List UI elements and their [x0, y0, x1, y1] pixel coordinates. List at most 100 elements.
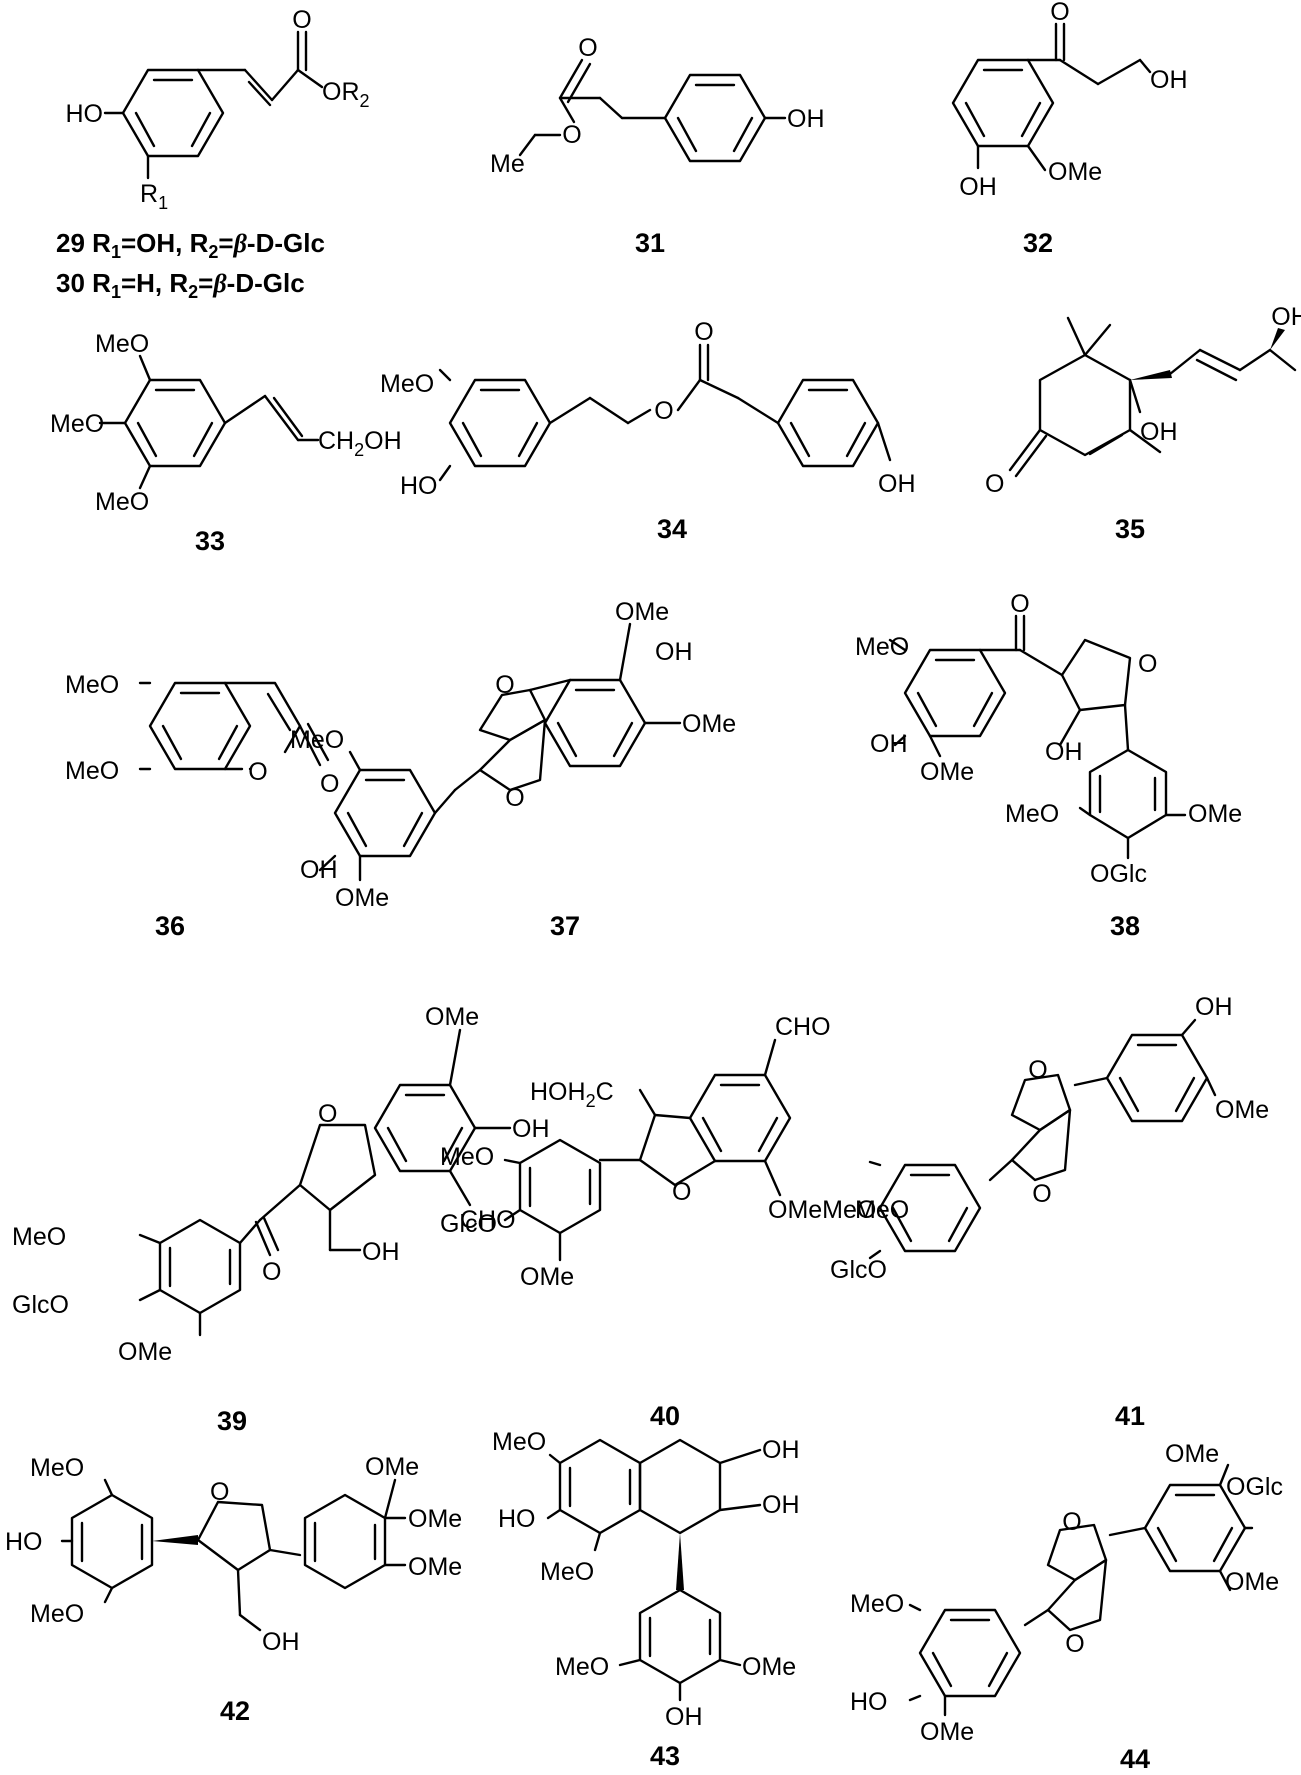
- hydroxyl-lower: OH: [300, 856, 338, 884]
- structure-41: OH OMe O O MeO GlcO: [830, 993, 1269, 1284]
- hydroxyl-label: OH: [1150, 66, 1188, 94]
- phenol-left-label: HO: [400, 472, 438, 500]
- methoxy-right-top: OMe: [365, 1453, 419, 1481]
- hydroxymethyl-label: OH: [362, 1238, 400, 1266]
- glucoside-left: GlcO: [830, 1256, 887, 1284]
- compound-number-31: 31: [635, 228, 665, 258]
- hydroxymethyl-label: HOH2C: [530, 1078, 614, 1111]
- hydroxyl-ring: OH: [1140, 418, 1178, 446]
- methoxy-label: MeO: [380, 370, 434, 398]
- furan-oxygen-bottom: O: [505, 784, 524, 812]
- structure-43: MeO HO MeO OH OH MeO OMe OH: [492, 1428, 800, 1731]
- glucoside-right: OGlc: [1226, 1473, 1283, 1501]
- structure-32: O OH OMe OH: [951, 0, 1188, 201]
- carbonyl-oxygen: O: [320, 770, 339, 798]
- hydroxymethyl-label: OH: [1045, 738, 1083, 766]
- methoxy-aryl-right: OMe: [742, 1653, 796, 1681]
- hydroxyl-upper: OH: [655, 638, 693, 666]
- methoxy-right-left: MeO: [1005, 800, 1059, 828]
- methoxy-upper: OMe: [615, 598, 669, 626]
- hydroxymethyl-top: OH: [762, 1436, 800, 1464]
- methoxy-top: OMe: [1215, 1096, 1269, 1124]
- allyl-alcohol-label: CH2OH: [318, 427, 402, 460]
- hydroxyl-left: HO: [850, 1688, 888, 1716]
- compound-number-33: 33: [195, 526, 225, 556]
- furan-oxygen-bottom: O: [1032, 1180, 1051, 1208]
- or2-label: OR2: [322, 78, 370, 111]
- methoxy-right: OMe: [1188, 800, 1242, 828]
- structure-31: O O OH Me: [490, 34, 825, 178]
- methoxy-left: MeO: [440, 1143, 494, 1171]
- structure-42: MeO HO MeO O OH OMe OMe OMe: [5, 1453, 462, 1656]
- methoxy-left-top: MeO: [855, 633, 909, 661]
- glucoside-left: GlcO: [440, 1210, 497, 1238]
- ketone-oxygen: O: [1010, 590, 1029, 618]
- hydroxyl-aryl: OH: [665, 1703, 703, 1731]
- methoxy-lower: OMe: [335, 884, 389, 912]
- compound-number-44: 44: [1120, 1744, 1150, 1774]
- methoxy-top: MeO: [95, 330, 149, 358]
- methoxy-right-bottom: OMe: [408, 1553, 462, 1581]
- phenol-right-label: OH: [878, 470, 916, 498]
- hydroxyl-top: OH: [512, 1115, 550, 1143]
- methoxy-bottom: OMe: [920, 1718, 974, 1746]
- methoxy-left: MeO: [855, 1196, 909, 1224]
- lactone-oxygen: O: [248, 758, 267, 786]
- hydroxyl-label: HO: [66, 100, 104, 128]
- methoxy-top: MeO: [65, 671, 119, 699]
- furan-oxygen-top: O: [1062, 1508, 1081, 1536]
- structure-29-30: O OR2 HO R1: [66, 6, 370, 213]
- structure-36: MeO MeO O O: [65, 671, 339, 798]
- hydroxyl-label: OH: [787, 105, 825, 133]
- methoxy-bottom: MeO: [65, 757, 119, 785]
- furan-oxygen: O: [318, 1100, 337, 1128]
- carbonyl-oxygen: O: [578, 34, 597, 62]
- r1-label: R1: [140, 180, 168, 213]
- hydroxyl-left: HO: [5, 1528, 43, 1556]
- furan-oxygen-top: O: [1028, 1056, 1047, 1084]
- methoxy-lower-left: MeO: [290, 726, 344, 754]
- methoxy-bottom: MeO: [95, 488, 149, 516]
- methoxy-middle: MeO: [50, 410, 104, 438]
- structure-37: OMe OH OMe O O MeO OH OMe: [290, 598, 736, 912]
- carbonyl-oxygen: O: [694, 318, 713, 346]
- caption-30: 30 R1=H, R2=β-D-Glc: [56, 268, 305, 302]
- glucoside-left: GlcO: [12, 1291, 69, 1319]
- furan-oxygen: O: [672, 1178, 691, 1206]
- phenol-label: OH: [959, 173, 997, 201]
- methoxy-right: OMe: [1225, 1568, 1279, 1596]
- hydroxyl-top: OH: [1195, 993, 1233, 1021]
- structure-38: O O MeO OH OMe OH MeO OMe OGlc: [855, 590, 1242, 888]
- methoxy-left-top: MeO: [30, 1454, 84, 1482]
- hydroxyl-top: OH: [1271, 303, 1301, 331]
- hydroxyl-left: OH: [870, 730, 908, 758]
- compound-number-42: 42: [220, 1696, 250, 1726]
- methoxy-bottom: OMe: [118, 1338, 172, 1366]
- methoxy-label: OMe: [1048, 158, 1102, 186]
- methoxy-methoxy-label: OMeMeO: [768, 1196, 876, 1224]
- furan-oxygen: O: [1138, 650, 1157, 678]
- furan-oxygen: O: [210, 1478, 229, 1506]
- compound-number-37: 37: [550, 911, 580, 941]
- compound-number-40: 40: [650, 1401, 680, 1431]
- ester-oxygen: O: [562, 121, 581, 149]
- methoxy-top: OMe: [425, 1003, 479, 1031]
- structure-33: MeO MeO MeO CH2OH: [50, 330, 402, 516]
- methoxy-top: OMe: [1165, 1440, 1219, 1468]
- structure-44: OMe OGlc OMe O O MeO HO OMe: [850, 1440, 1283, 1746]
- glucoside-label: OGlc: [1090, 860, 1147, 888]
- hydroxyl-left: HO: [498, 1505, 536, 1533]
- structure-34: MeO HO O O OH: [380, 318, 916, 500]
- methoxy-upper-right: OMe: [682, 710, 736, 738]
- caption-29: 29 R1=OH, R2=β-D-Glc: [56, 228, 325, 262]
- furan-oxygen-top: O: [495, 671, 514, 699]
- methoxy-aryl-left: MeO: [555, 1653, 609, 1681]
- ketone-oxygen: O: [1050, 0, 1069, 26]
- aldehyde-label: CHO: [775, 1013, 831, 1041]
- methoxy-lower-left: MeO: [540, 1558, 594, 1586]
- methoxy-left: MeO: [12, 1223, 66, 1251]
- compound-number-34: 34: [657, 514, 687, 544]
- hydroxymethyl-label: OH: [262, 1628, 300, 1656]
- ester-oxygen: O: [654, 397, 673, 425]
